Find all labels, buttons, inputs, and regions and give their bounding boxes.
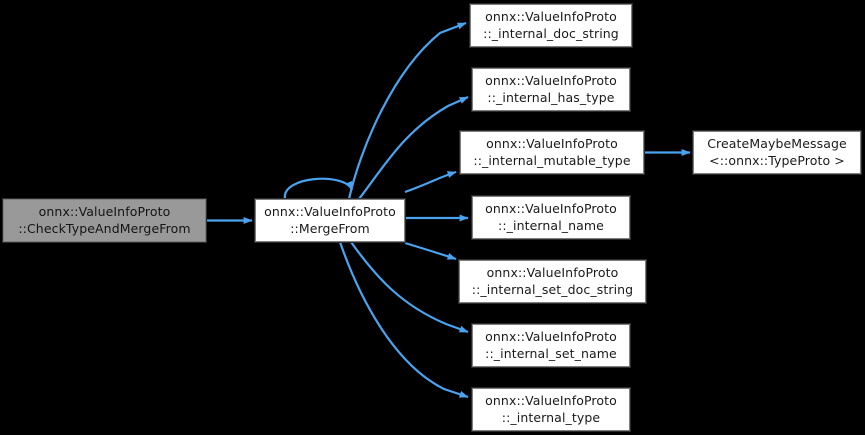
node-label-line1: onnx::ValueInfoProto bbox=[38, 204, 171, 219]
node-create-maybe-message[interactable]: CreateMaybeMessage <::onnx::TypeProto > bbox=[692, 130, 862, 175]
edge-mergefrom-to-internal-has-type bbox=[358, 95, 469, 200]
node-label-line2: ::_internal_set_name bbox=[485, 345, 617, 361]
node-label-line2: ::CheckTypeAndMergeFrom bbox=[18, 220, 191, 236]
node-label-line2: ::_internal_has_type bbox=[487, 89, 615, 105]
edge-mergefrom-to-internal-type bbox=[338, 241, 469, 399]
edge-mergefrom-to-internal-doc-string bbox=[347, 21, 467, 200]
node-internal-has-type[interactable]: onnx::ValueInfoProto ::_internal_has_typ… bbox=[471, 67, 631, 112]
node-label-line2: ::_internal_name bbox=[498, 217, 604, 233]
node-internal-set-name[interactable]: onnx::ValueInfoProto ::_internal_set_nam… bbox=[471, 323, 631, 368]
node-label-line1: onnx::ValueInfoProto bbox=[485, 9, 617, 24]
node-label-line1: onnx::ValueInfoProto bbox=[486, 265, 619, 280]
node-internal-type[interactable]: onnx::ValueInfoProto ::_internal_type bbox=[471, 387, 631, 432]
node-label-line1: onnx::ValueInfoProto bbox=[485, 201, 617, 216]
edge-mergefrom-to-internal-mutable-type bbox=[404, 170, 457, 194]
node-label-line2: ::MergeFrom bbox=[290, 220, 370, 236]
edge-mergefrom-to-internal-set-name bbox=[350, 241, 469, 334]
node-label-line2: ::_internal_mutable_type bbox=[473, 152, 631, 168]
node-label-line2: ::_internal_type bbox=[501, 409, 601, 425]
node-internal-set-doc-string[interactable]: onnx::ValueInfoProto ::_internal_set_doc… bbox=[458, 259, 647, 304]
node-label-line1: CreateMaybeMessage bbox=[707, 136, 847, 151]
node-label-line2: ::_internal_set_doc_string bbox=[471, 281, 634, 297]
node-label-line1: onnx::ValueInfoProto bbox=[486, 136, 618, 151]
node-internal-doc-string[interactable]: onnx::ValueInfoProto ::_internal_doc_str… bbox=[469, 3, 633, 48]
edge-mergefrom-self-loop bbox=[283, 177, 354, 200]
node-label-line1: onnx::ValueInfoProto bbox=[485, 73, 617, 88]
node-label-line2: <::onnx::TypeProto > bbox=[709, 152, 845, 168]
edge-mergefrom-to-internal-set-doc-string bbox=[404, 241, 457, 261]
node-internal-name[interactable]: onnx::ValueInfoProto ::_internal_name bbox=[471, 195, 631, 240]
node-label-line1: onnx::ValueInfoProto bbox=[485, 393, 617, 408]
node-label-line1: onnx::ValueInfoProto bbox=[485, 329, 617, 344]
node-merge-from[interactable]: onnx::ValueInfoProto ::MergeFrom bbox=[254, 198, 406, 243]
node-check-type-and-merge-from[interactable]: onnx::ValueInfoProto ::CheckTypeAndMerge… bbox=[2, 198, 207, 243]
node-label-line1: onnx::ValueInfoProto bbox=[264, 204, 396, 219]
node-internal-mutable-type[interactable]: onnx::ValueInfoProto ::_internal_mutable… bbox=[459, 130, 645, 175]
node-label-line2: ::_internal_doc_string bbox=[483, 25, 619, 41]
